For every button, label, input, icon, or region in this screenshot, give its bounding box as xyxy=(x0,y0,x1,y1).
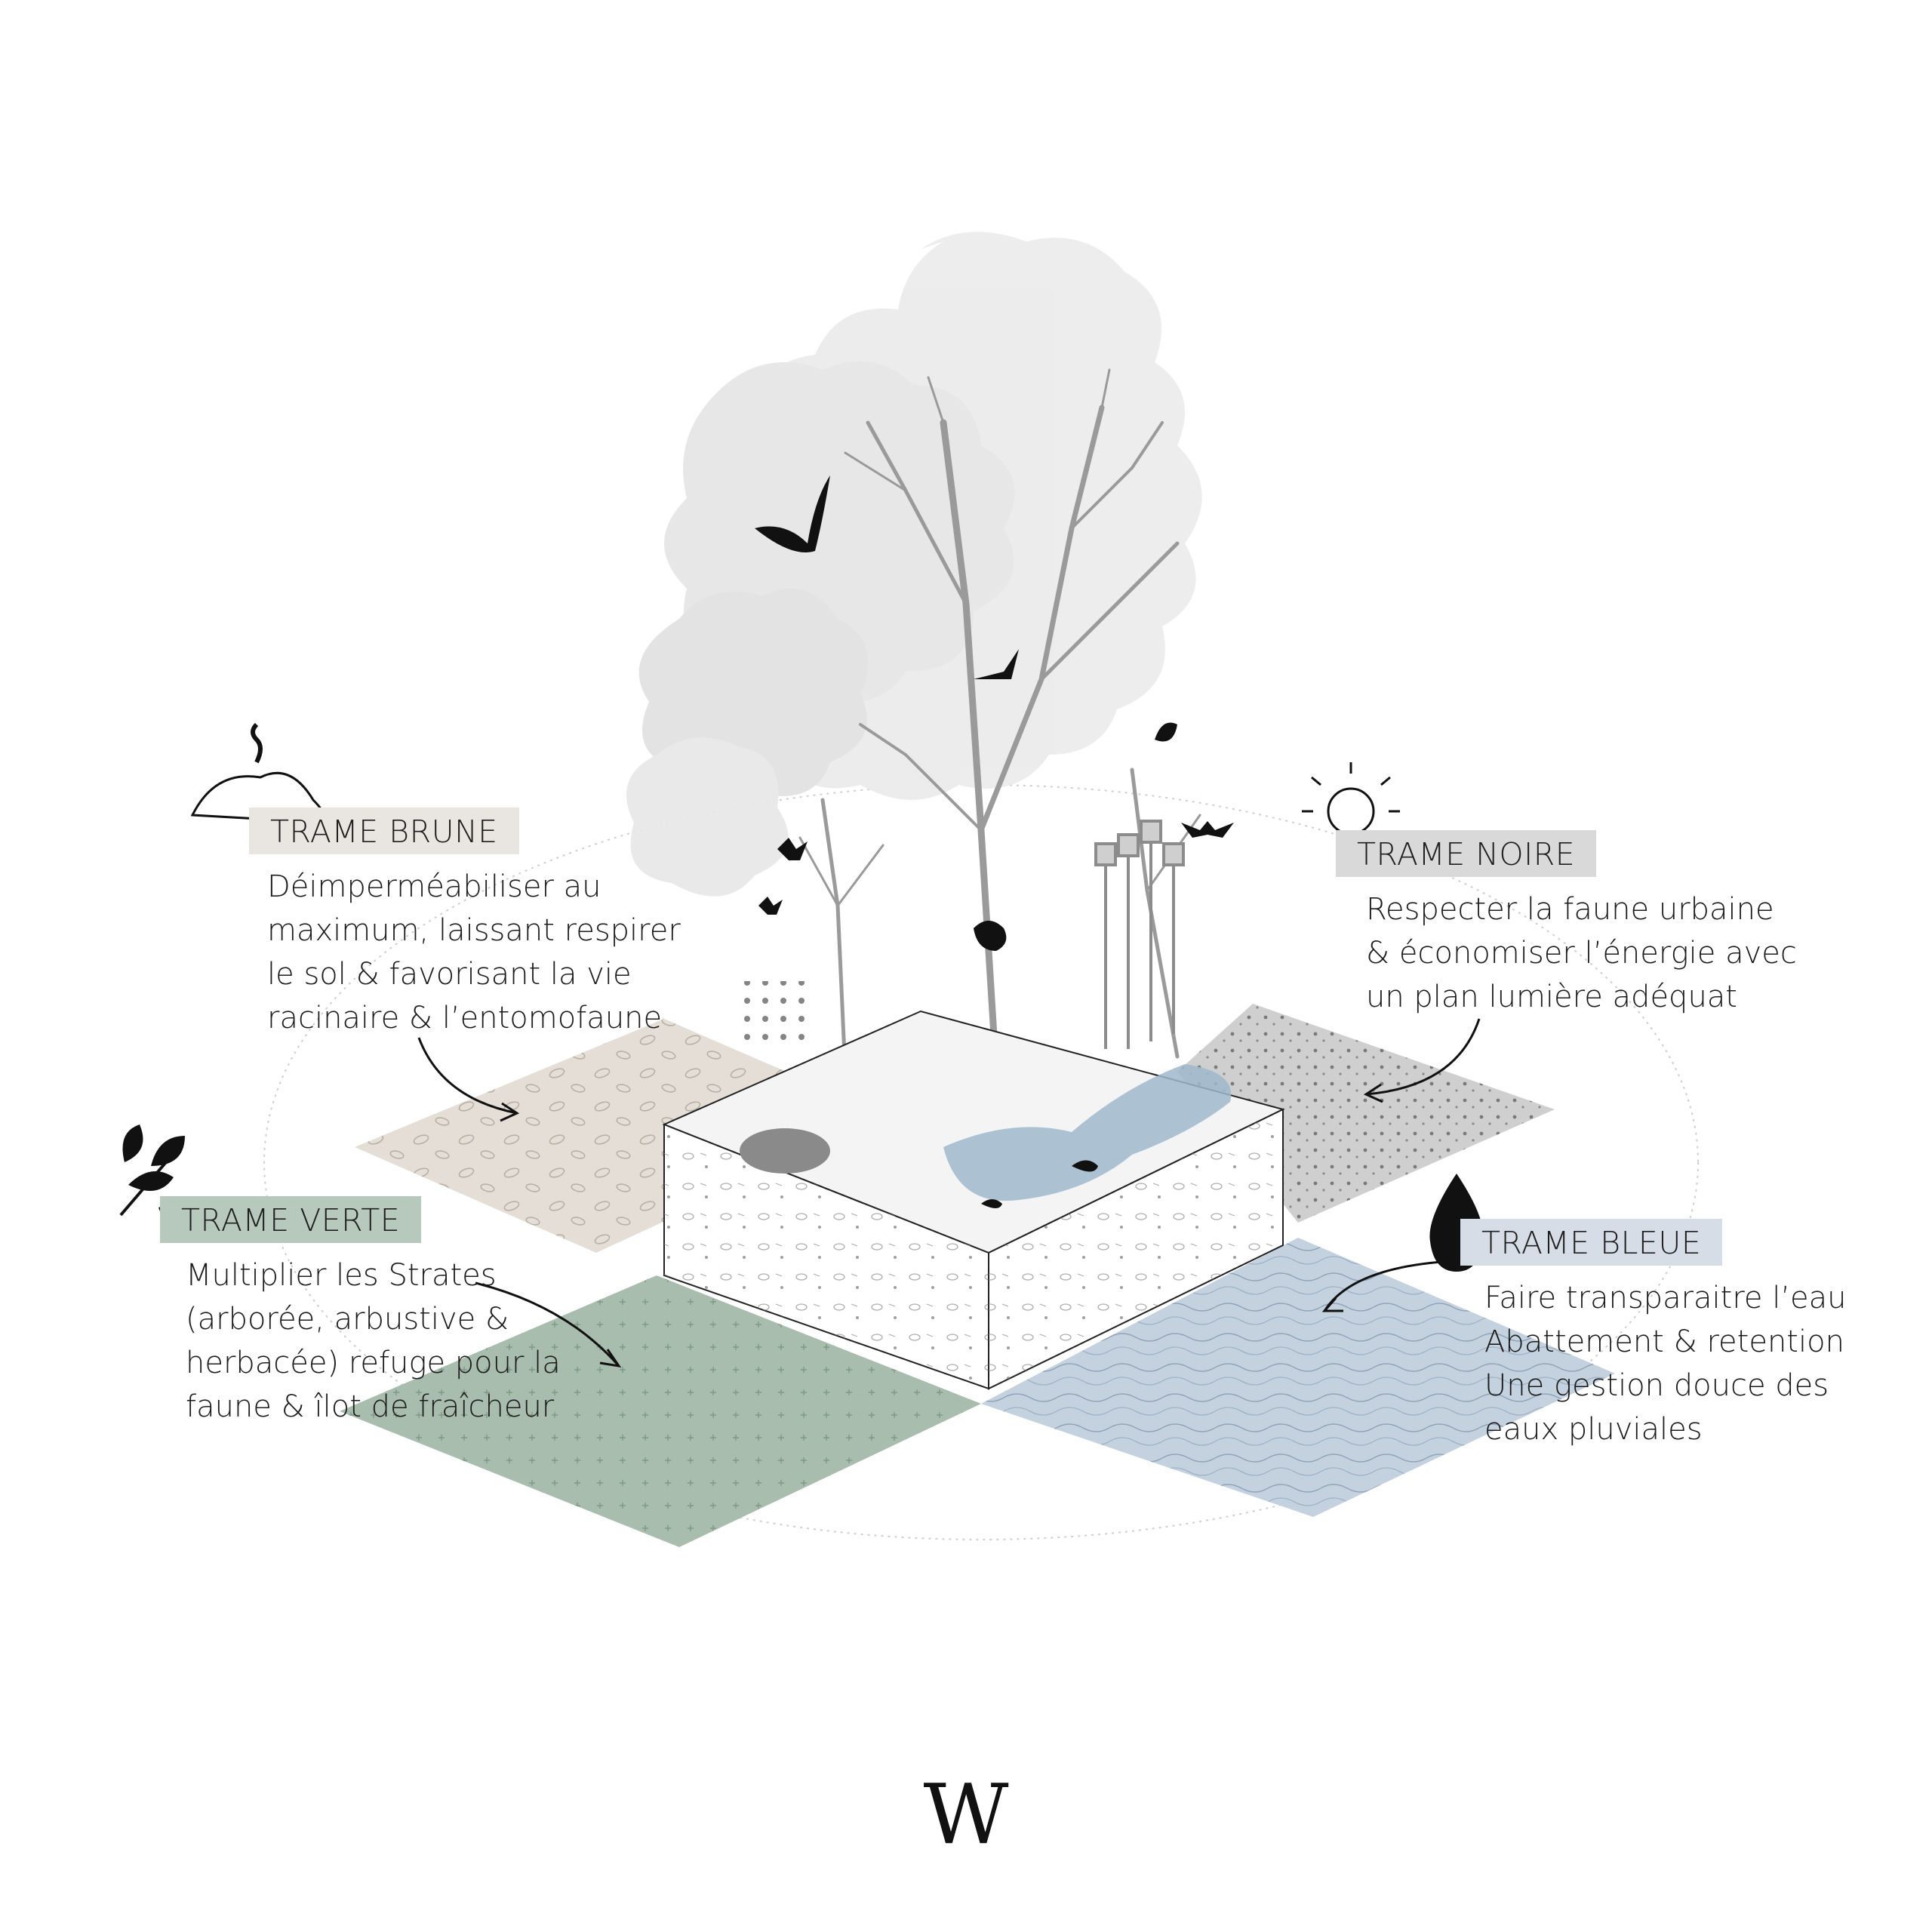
trame-bleue-line: Faire transparaitre l’eau xyxy=(1484,1281,1847,1315)
trame-bleue-line: Abattement & retention xyxy=(1484,1324,1844,1359)
trame-bleue-description: Faire transparaitre l’eau Abattement & r… xyxy=(1484,1276,1847,1451)
panel-verte: TRAME VERTE Multiplier les Strates (arbo… xyxy=(160,1196,561,1429)
panel-brune: TRAME BRUNE Déimperméabiliser au maximum… xyxy=(249,808,681,1040)
trame-brune-line: le sol & favorisant la vie xyxy=(267,957,632,992)
trame-bleue-line: eaux pluviales xyxy=(1484,1412,1703,1447)
panel-noire: TRAME NOIRE Respecter la faune urbaine &… xyxy=(1336,830,1797,1019)
trame-verte-line: faune & îlot de fraîcheur xyxy=(186,1389,555,1424)
box-left-soil xyxy=(664,1124,989,1389)
brand-logo: W xyxy=(923,1766,1009,1863)
trame-noire-title: TRAME NOIRE xyxy=(1336,830,1597,877)
bat-icon xyxy=(1181,821,1234,838)
planter-box xyxy=(662,1010,1285,1390)
arrow-noire xyxy=(1365,1018,1481,1096)
trame-verte-line: (arborée, arbustive & xyxy=(186,1302,509,1337)
panel-bleue: TRAME BLEUE Faire transparaitre l’eau Ab… xyxy=(1460,1219,1847,1451)
butterfly-icon xyxy=(777,838,808,860)
trame-verte-title: TRAME VERTE xyxy=(160,1196,422,1243)
trame-noire-line: un plan lumière adéquat xyxy=(1366,980,1737,1014)
arrow-brune xyxy=(417,1037,518,1115)
tree-canopy xyxy=(626,232,1202,897)
dot-panel xyxy=(743,981,811,1041)
box-right-soil xyxy=(989,1109,1283,1389)
ground-verte-pattern xyxy=(340,1275,981,1547)
lamp-posts xyxy=(1094,820,1185,1049)
trame-brune-title: TRAME BRUNE xyxy=(249,808,519,854)
trame-verte-line: Multiplier les Strates xyxy=(186,1258,497,1293)
swallow-icon xyxy=(974,649,1019,679)
arrows xyxy=(417,1018,1481,1368)
trame-brune-line: racinaire & l’entomofaune xyxy=(267,1001,663,1035)
perched-bird-icon xyxy=(1155,722,1177,742)
frog-icon xyxy=(981,1199,1002,1208)
ground-bleue-pattern xyxy=(981,1238,1615,1517)
fauna xyxy=(755,475,1234,1208)
trame-bleue-line: Une gestion douce des xyxy=(1484,1368,1829,1403)
trame-noire-line: & économiser l’énergie avec xyxy=(1366,936,1797,971)
trame-bleue-title: TRAME BLEUE xyxy=(1460,1219,1723,1266)
bird-icon xyxy=(755,475,830,552)
site-ellipse xyxy=(263,784,1699,1540)
duck-icon xyxy=(1072,1160,1098,1172)
shrub-dark xyxy=(740,1128,830,1174)
pond xyxy=(943,1064,1232,1201)
arrow-verte xyxy=(475,1281,620,1367)
trame-noire-description: Respecter la faune urbaine & économiser … xyxy=(1366,888,1797,1019)
butterfly-icon-2 xyxy=(758,897,783,915)
trame-brune-line: maximum, laissant respirer xyxy=(267,913,681,948)
trame-noire-line: Respecter la faune urbaine xyxy=(1366,892,1774,927)
trame-verte-description: Multiplier les Strates (arborée, arbusti… xyxy=(186,1254,561,1429)
trame-brune-description: Déimperméabiliser au maximum, laissant r… xyxy=(267,865,681,1040)
trame-brune-line: Déimperméabiliser au xyxy=(267,869,601,904)
trame-verte-line: herbacée) refuge pour la xyxy=(186,1346,561,1380)
squirrel-icon xyxy=(974,921,1007,951)
ground-brune-pattern xyxy=(355,1019,891,1253)
